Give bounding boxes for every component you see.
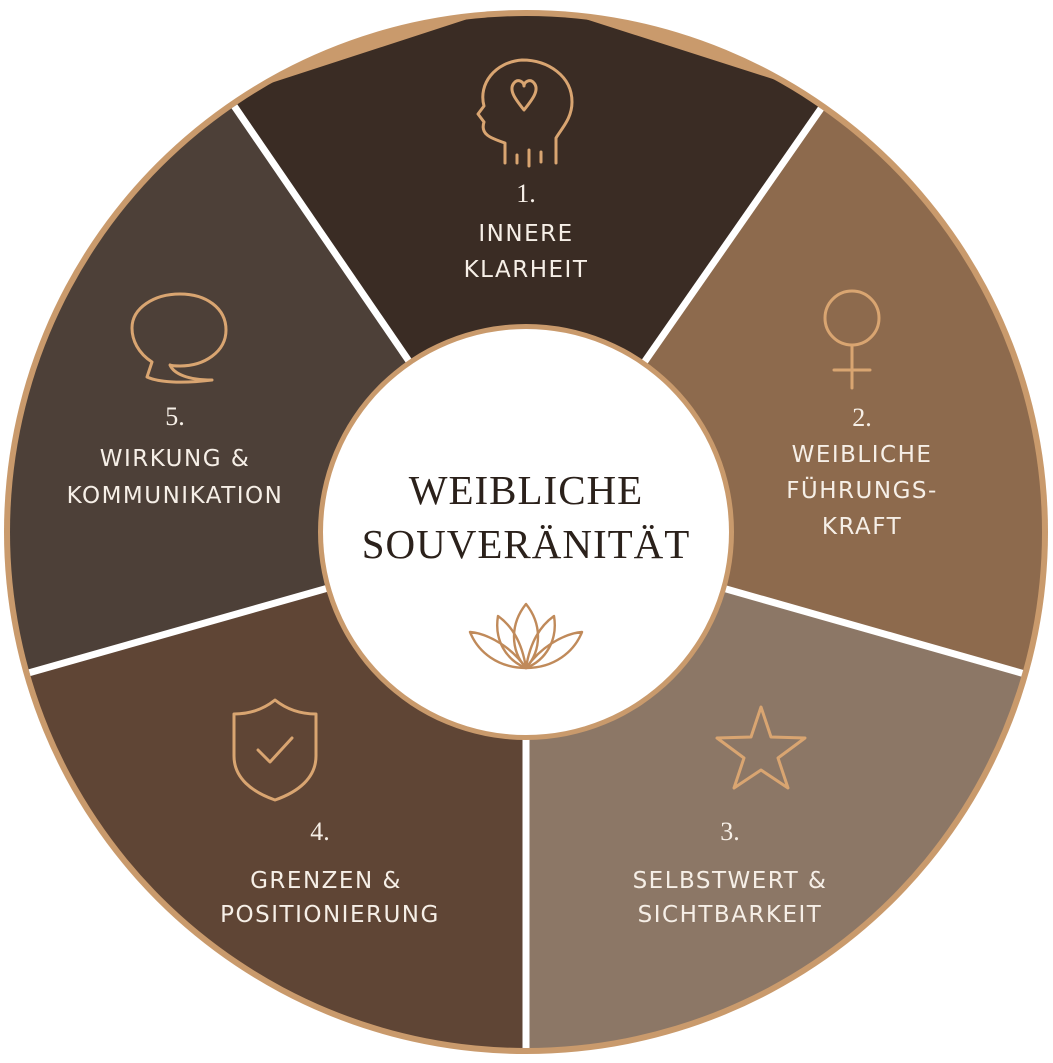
segment-3-number: 3. bbox=[720, 817, 740, 846]
segment-4-label-line2: POSITIONIERUNG bbox=[220, 902, 440, 928]
segment-5: 5. WIRKUNG & KOMMUNIKATION bbox=[67, 292, 284, 509]
segment-3-label-line2: SICHTBARKEIT bbox=[638, 902, 823, 928]
star-icon bbox=[715, 705, 807, 790]
head-heart-icon bbox=[476, 58, 574, 168]
segment-5-label-line1: WIRKUNG & bbox=[100, 446, 251, 472]
speech-bubble-icon bbox=[130, 292, 228, 384]
segment-3-label-line1: SELBSTWERT & bbox=[633, 868, 828, 894]
lotus-icon bbox=[468, 602, 584, 670]
segment-2-label-line3: KRAFT bbox=[822, 514, 902, 540]
segment-4-label-line1: GRENZEN & bbox=[250, 868, 402, 894]
segment-5-number: 5. bbox=[165, 402, 185, 431]
segment-2-number: 2. bbox=[852, 403, 872, 432]
segment-4-number: 4. bbox=[310, 817, 330, 846]
center-circle bbox=[323, 329, 729, 735]
segment-1-number: 1. bbox=[516, 179, 536, 208]
venus-icon bbox=[823, 289, 881, 390]
segment-1-label-line1: INNERE bbox=[478, 221, 573, 247]
segment-3: 3. SELBSTWERT & SICHTBARKEIT bbox=[633, 705, 828, 928]
segment-1: 1. INNERE KLARHEIT bbox=[464, 58, 589, 283]
segment-2-label-line2: FÜHRUNGS- bbox=[786, 476, 938, 504]
segment-2-label-line1: WEIBLICHE bbox=[792, 442, 933, 468]
center-title-line2: SOUVERÄNITÄT bbox=[362, 521, 691, 567]
center-title-line1: WEIBLICHE bbox=[409, 467, 643, 513]
segment-5-label-line2: KOMMUNIKATION bbox=[67, 483, 284, 509]
segment-4: 4. GRENZEN & POSITIONIERUNG bbox=[220, 698, 440, 928]
segment-2: 2. WEIBLICHE FÜHRUNGS- KRAFT bbox=[786, 289, 938, 540]
segment-1-label-line2: KLARHEIT bbox=[464, 257, 589, 283]
segment-1-background bbox=[228, 16, 829, 532]
shield-check-icon bbox=[232, 698, 318, 802]
